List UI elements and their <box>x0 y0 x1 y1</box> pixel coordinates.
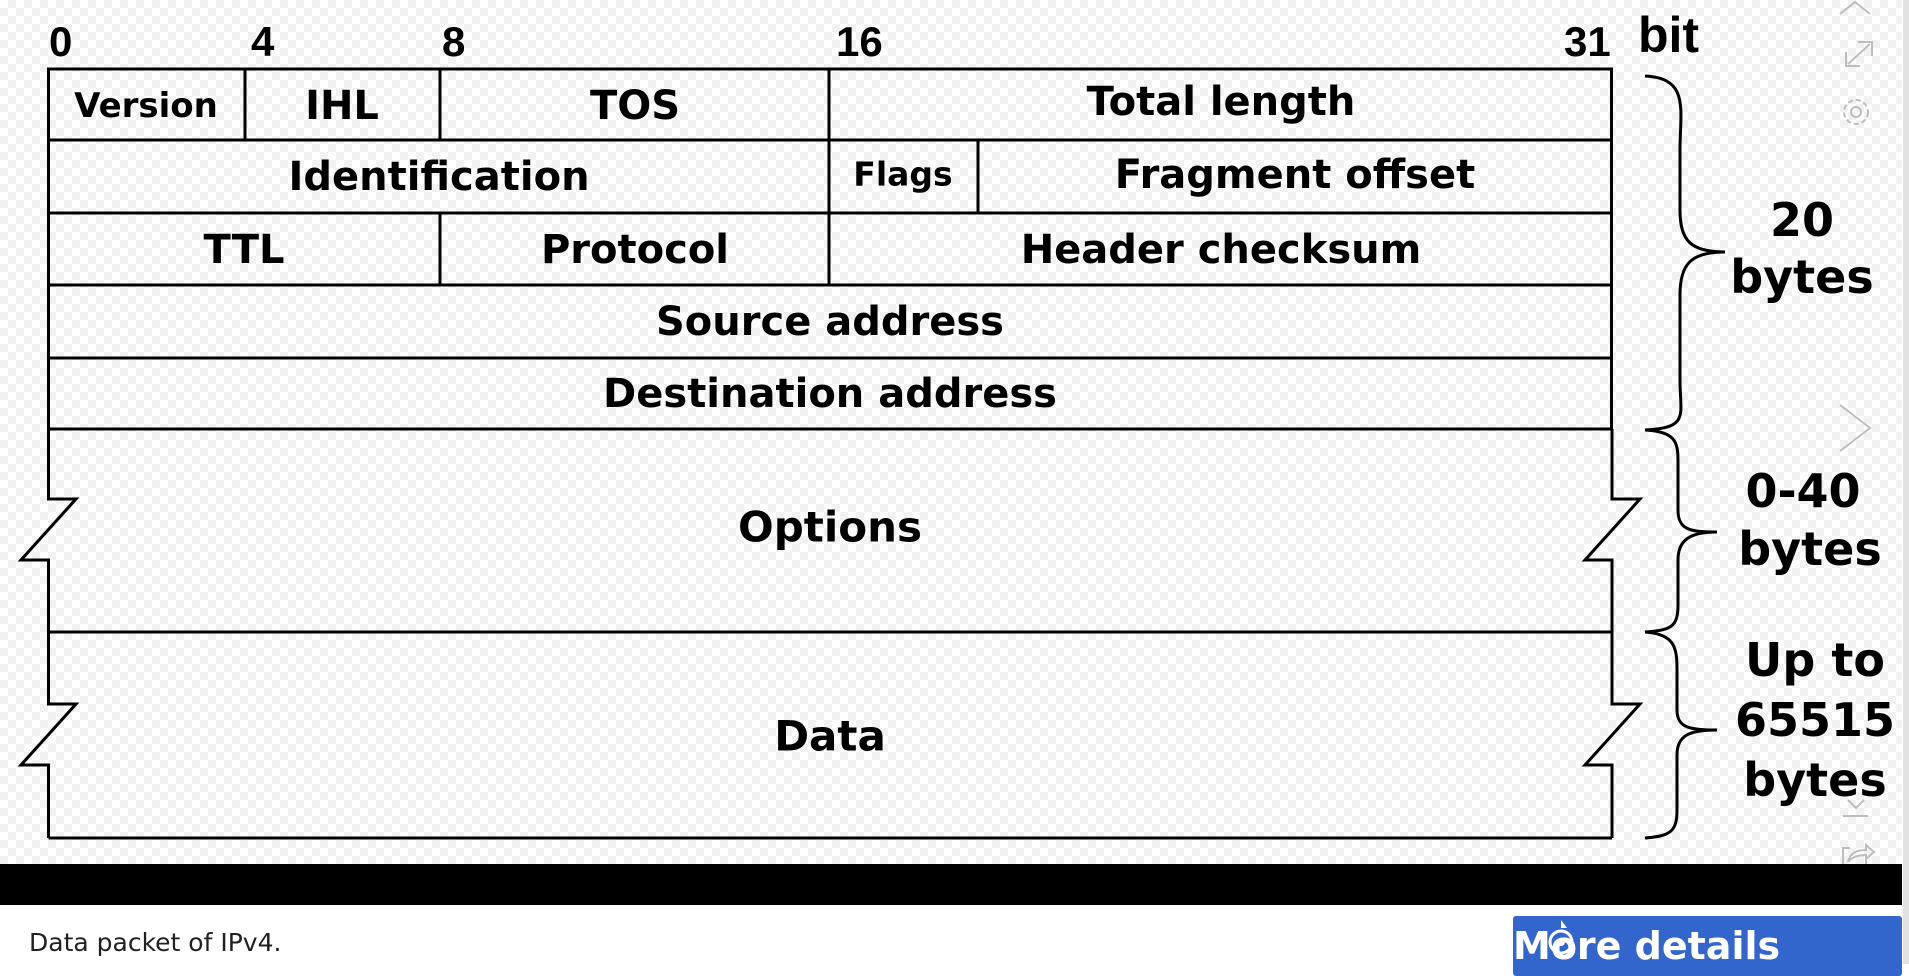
brace-header <box>1644 74 1726 432</box>
field-flags: Flags <box>853 155 952 194</box>
field-ttl: TTL <box>204 227 285 273</box>
field-total-length: Total length <box>1087 79 1356 125</box>
ipv4-header-diagram: 0 4 8 16 31 bit Version IHL TOS Total le… <box>17 0 1895 864</box>
gear-icon[interactable] <box>1843 99 1869 125</box>
commons-logo-icon <box>1548 920 1574 955</box>
field-tos: TOS <box>590 83 680 129</box>
bit-unit-label: bit <box>1638 7 1699 63</box>
download-icon[interactable] <box>1843 799 1868 817</box>
bit-label-0: 0 <box>49 18 72 65</box>
brace-label-header-size: 20 <box>1770 193 1834 247</box>
chevron-up-icon[interactable] <box>1839 0 1871 15</box>
brace-options <box>1644 428 1718 634</box>
field-header-checksum: Header checksum <box>1021 227 1422 273</box>
viewer-bottom-bar <box>0 864 1902 905</box>
brace-label-data-prefix: Up to <box>1745 633 1885 687</box>
share-icon[interactable] <box>1842 842 1876 864</box>
expand-icon[interactable] <box>1845 41 1873 67</box>
brace-data <box>1644 630 1718 840</box>
field-fragment-offset: Fragment offset <box>1115 152 1475 198</box>
bit-label-4: 4 <box>251 18 275 65</box>
bit-label-16: 16 <box>836 18 883 65</box>
image-caption: Data packet of IPv4. <box>29 928 282 957</box>
field-ihl: IHL <box>305 83 379 129</box>
field-protocol: Protocol <box>541 227 729 273</box>
more-details-button[interactable]: More details <box>1513 916 1902 976</box>
brace-label-data-unit: bytes <box>1743 753 1886 807</box>
field-destination-address: Destination address <box>603 371 1057 417</box>
options-data-outline <box>17 429 1644 840</box>
brace-label-options-unit: bytes <box>1738 522 1881 576</box>
brace-label-options-size: 0-40 <box>1745 464 1860 518</box>
scrollbar[interactable] <box>1903 0 1909 964</box>
field-data: Data <box>774 712 886 761</box>
brace-label-header-unit: bytes <box>1730 250 1873 304</box>
field-source-address: Source address <box>656 299 1004 345</box>
field-options: Options <box>738 503 922 552</box>
field-identification: Identification <box>288 154 589 200</box>
field-version: Version <box>74 86 218 126</box>
bit-label-31: 31 <box>1564 18 1611 65</box>
header-grid <box>47 67 1613 431</box>
brace-label-data-size: 65515 <box>1735 693 1895 747</box>
image-viewer: 0 4 8 16 31 bit Version IHL TOS Total le… <box>0 0 1902 864</box>
chevron-right-icon[interactable] <box>1839 404 1872 452</box>
bit-label-8: 8 <box>442 18 465 65</box>
